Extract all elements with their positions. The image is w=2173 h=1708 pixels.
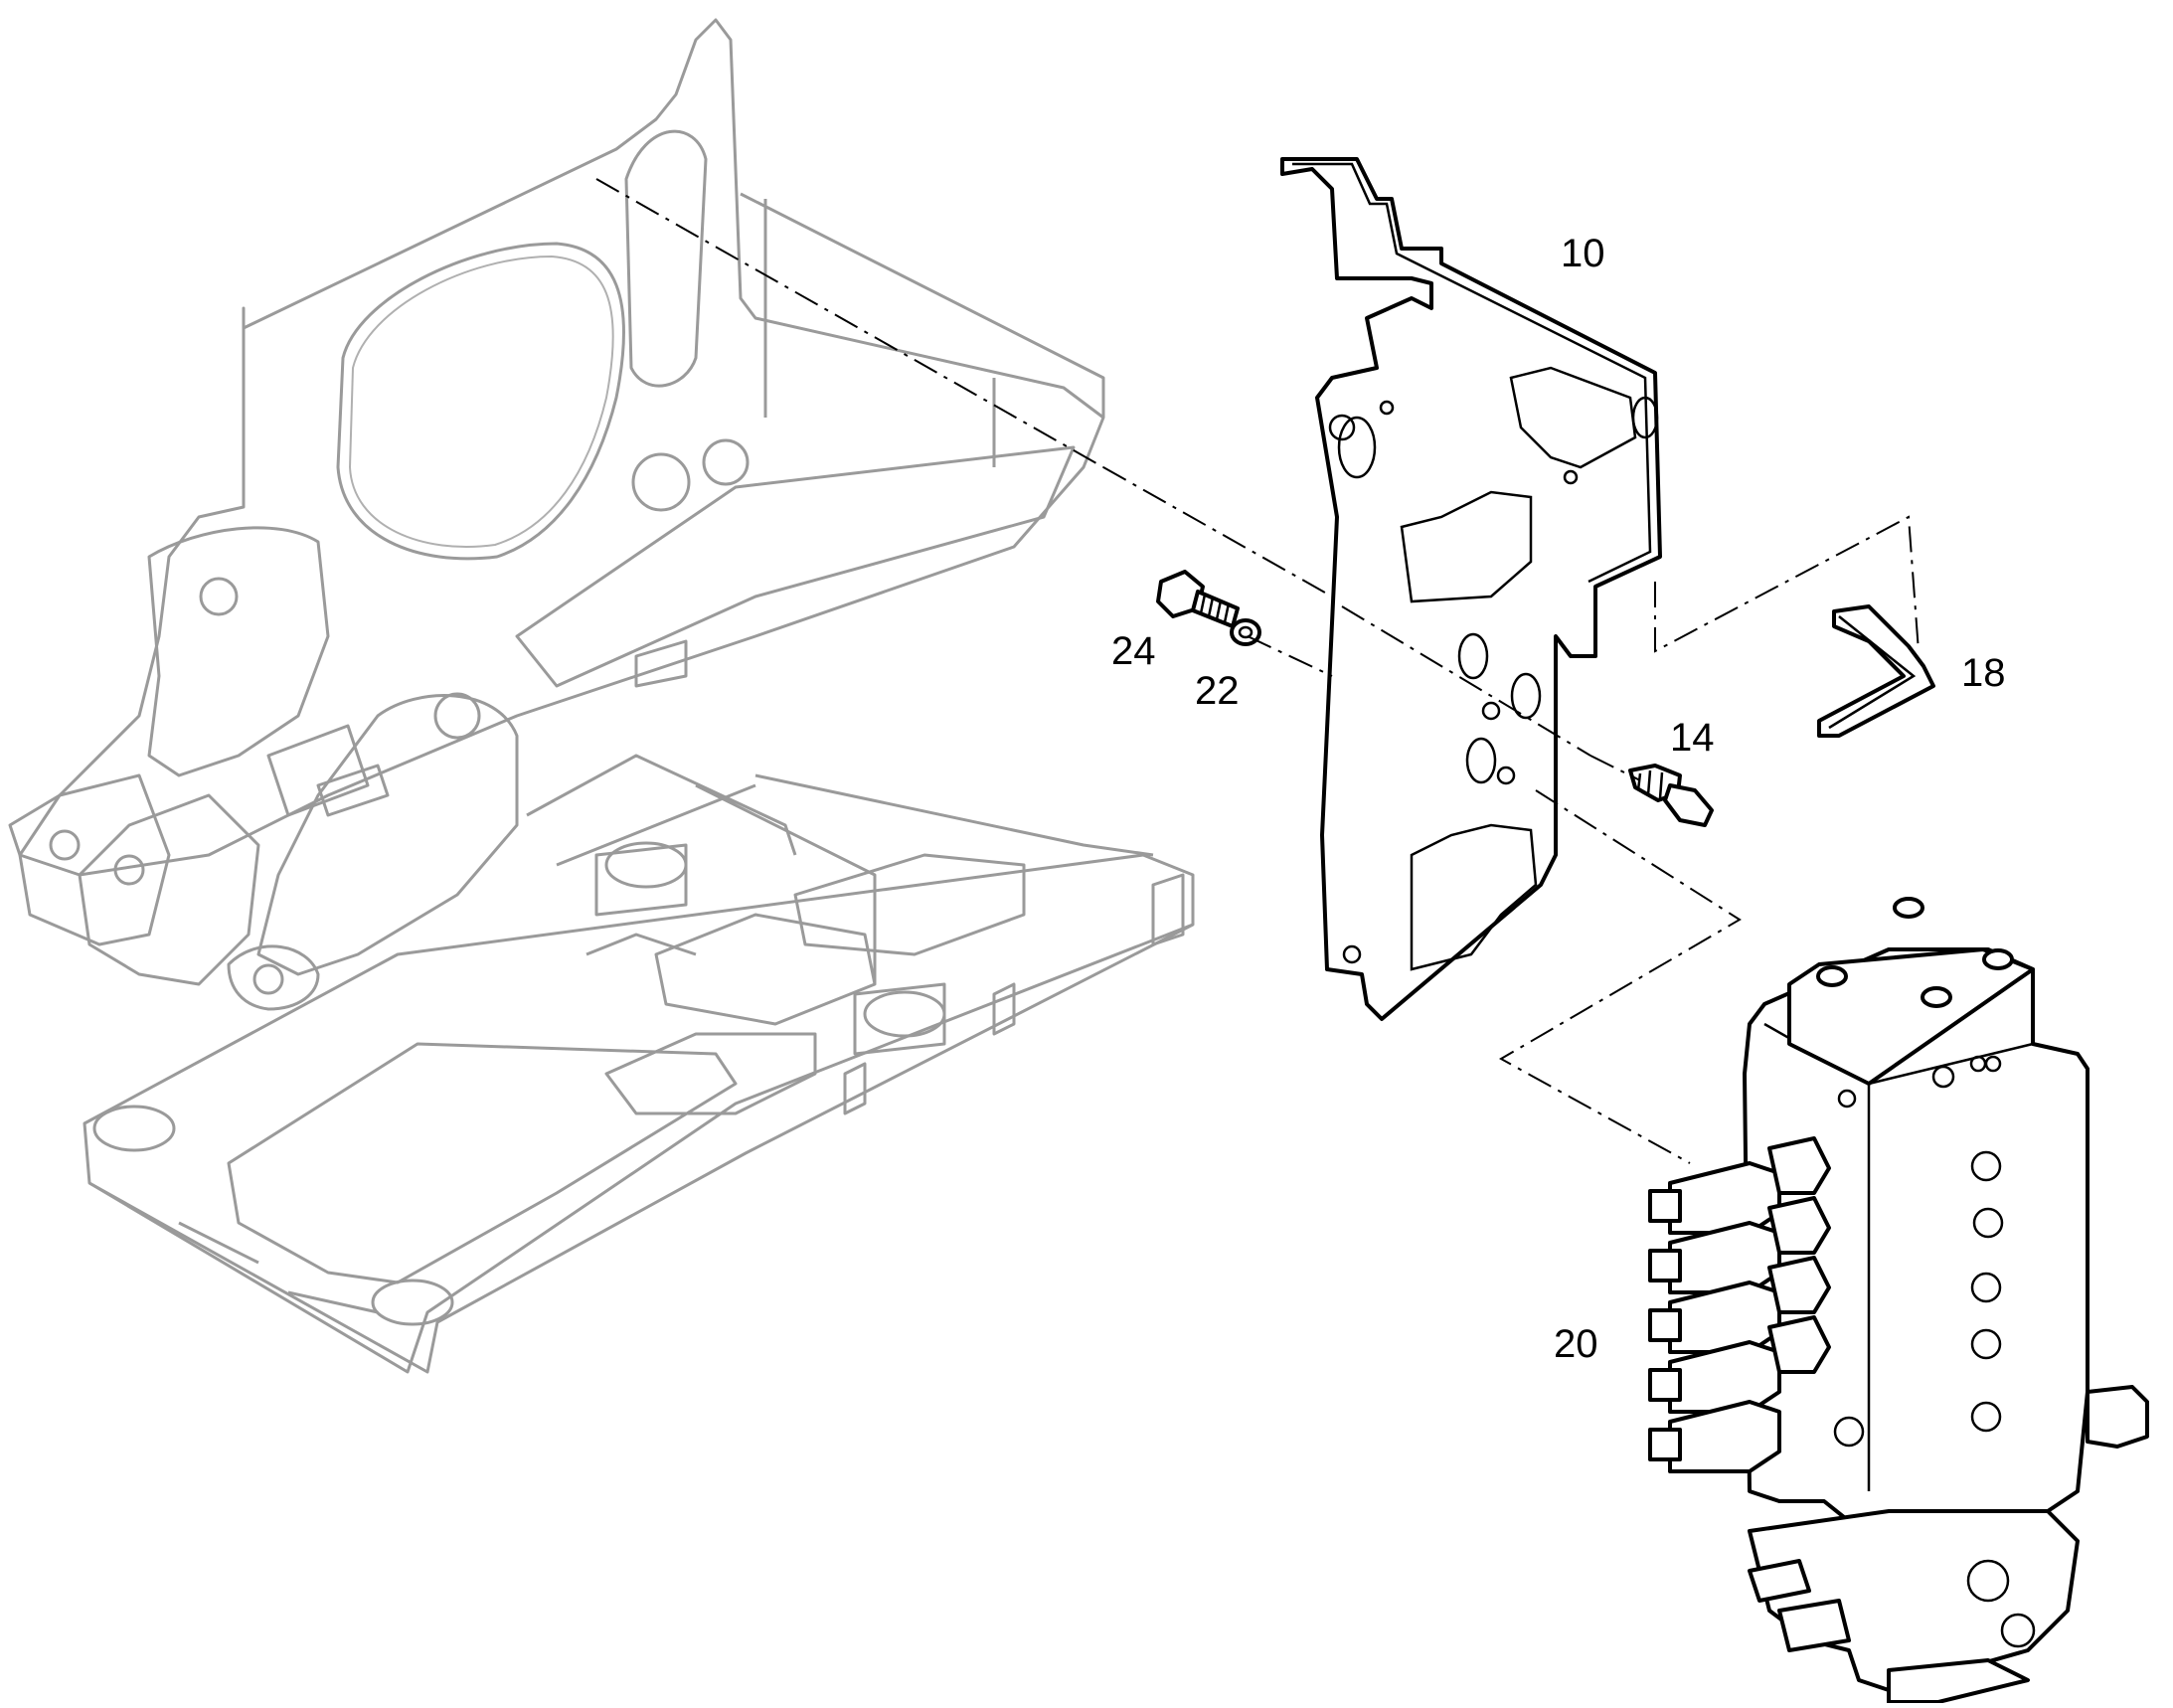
flange-bolt-part-14: [1628, 764, 1714, 827]
lower-base-frame: [83, 754, 1195, 1374]
upper-frame-structure: [8, 18, 1105, 1011]
spool-section-5: [1648, 1400, 1781, 1473]
callout-10: 10: [1561, 232, 1605, 275]
spool-section-2: [1648, 1196, 1831, 1294]
callout-14: 14: [1670, 716, 1715, 760]
callout-20: 20: [1554, 1322, 1598, 1366]
callout-22: 22: [1195, 669, 1240, 713]
callout-18: 18: [1961, 651, 2006, 695]
angle-bracket-part-18: [1817, 604, 1935, 738]
callout-labels: 10 18 24 22 14 20: [1111, 232, 2006, 1366]
leader-lines: [595, 178, 1920, 1164]
control-valve-part-20: [1648, 897, 2149, 1704]
spool-section-4: [1648, 1315, 1831, 1414]
callout-24: 24: [1111, 629, 1156, 673]
mounting-plate-part-10: [1280, 157, 1662, 1021]
spool-section-1: [1648, 1136, 1831, 1235]
bolt-part-24: [1156, 570, 1240, 628]
